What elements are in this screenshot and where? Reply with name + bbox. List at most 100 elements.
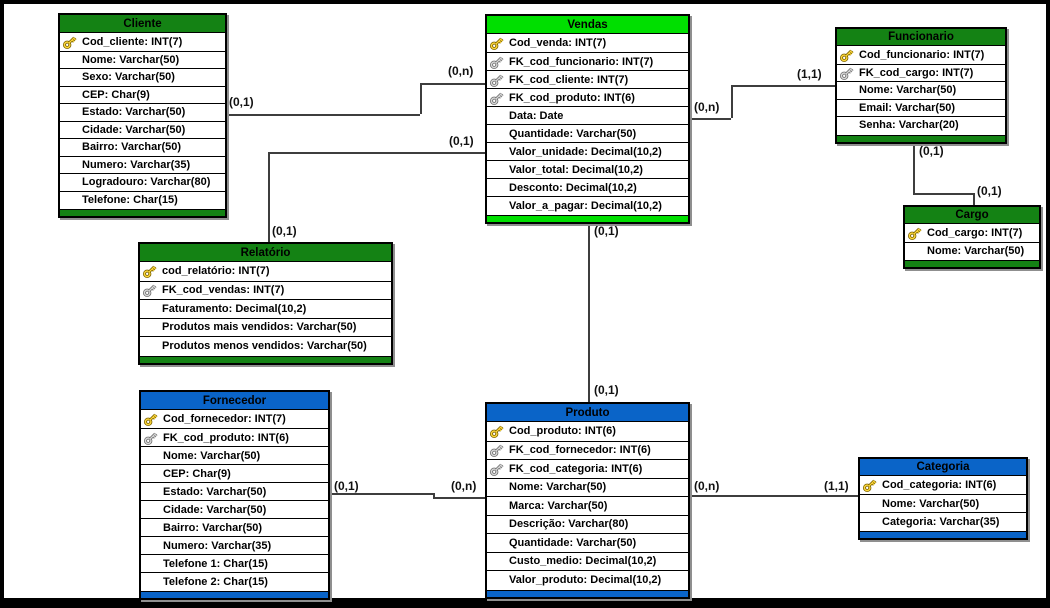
cardinality-label-cliente-vendas-0: (0,1) (229, 95, 254, 109)
relationship-line-vendas-funcionario[interactable] (690, 118, 731, 120)
attribute-row[interactable]: Sexo: Varchar(50) (60, 68, 225, 86)
attribute-row[interactable]: FK_cod_produto: INT(6) (141, 428, 328, 446)
attribute-label: Sexo: Varchar(50) (82, 71, 175, 84)
attribute-row[interactable]: Data: Date (487, 106, 688, 124)
attribute-row[interactable]: Nome: Varchar(50) (905, 241, 1039, 259)
table-title-relatorio[interactable]: Relatório (140, 244, 391, 262)
attribute-row[interactable]: Nome: Varchar(50) (141, 446, 328, 464)
attribute-row[interactable]: Telefone: Char(15) (60, 190, 225, 208)
attribute-row[interactable]: Cidade: Varchar(50) (141, 500, 328, 518)
attribute-label: Quantidade: Varchar(50) (509, 536, 637, 549)
relationship-line-cliente-vendas[interactable] (420, 83, 485, 85)
attribute-row[interactable]: Estado: Varchar(50) (60, 103, 225, 121)
attribute-row[interactable]: Produtos mais vendidos: Varchar(50) (140, 317, 391, 336)
attribute-row[interactable]: Estado: Varchar(50) (141, 482, 328, 500)
relationship-line-cliente-vendas[interactable] (227, 114, 420, 116)
table-title-produto[interactable]: Produto (487, 404, 688, 422)
attribute-row[interactable]: Bairro: Varchar(50) (60, 138, 225, 156)
attribute-row[interactable]: cod_relatório: INT(7) (140, 262, 391, 281)
attribute-row[interactable]: Produtos menos vendidos: Varchar(50) (140, 336, 391, 355)
table-title-funcionario[interactable]: Funcionario (837, 29, 1005, 46)
attribute-row[interactable]: Cod_venda: INT(7) (487, 34, 688, 52)
attribute-row[interactable]: Cod_funcionario: INT(7) (837, 46, 1005, 64)
relationship-line-funcionario-cargo[interactable] (913, 141, 915, 193)
attribute-label: FK_cod_produto: INT(6) (509, 91, 635, 104)
relationship-line-vendas-funcionario[interactable] (731, 85, 733, 118)
table-title-cliente[interactable]: Cliente (60, 15, 225, 33)
attribute-row[interactable]: Cod_fornecedor: INT(7) (141, 410, 328, 428)
attribute-row[interactable]: CEP: Char(9) (60, 85, 225, 103)
attribute-row[interactable]: Descrição: Varchar(80) (487, 514, 688, 533)
attribute-row[interactable]: Valor_a_pagar: Decimal(10,2) (487, 196, 688, 214)
attribute-row[interactable]: FK_cod_cliente: INT(7) (487, 70, 688, 88)
foreign-key-icon (489, 90, 509, 106)
attribute-row[interactable]: Valor_produto: Decimal(10,2) (487, 570, 688, 589)
attribute-row[interactable]: FK_cod_cargo: INT(7) (837, 63, 1005, 81)
attribute-row[interactable]: Custo_medio: Decimal(10,2) (487, 551, 688, 570)
attribute-row[interactable]: Telefone 2: Char(15) (141, 572, 328, 590)
attribute-row[interactable]: Telefone 1: Char(15) (141, 554, 328, 572)
attribute-row[interactable]: Cod_categoria: INT(6) (860, 476, 1026, 494)
attribute-row[interactable]: Nome: Varchar(50) (487, 477, 688, 496)
attribute-row[interactable]: Nome: Varchar(50) (837, 81, 1005, 99)
relationship-line-vendas-relatorio[interactable] (268, 152, 485, 154)
attribute-row[interactable]: FK_cod_produto: INT(6) (487, 88, 688, 106)
table-title-fornecedor[interactable]: Fornecedor (141, 392, 328, 410)
cardinality-label-produto-categoria-0: (0,n) (694, 479, 720, 493)
relationship-line-fornecedor-produto[interactable] (433, 493, 435, 497)
relationship-line-fornecedor-produto[interactable] (433, 497, 485, 499)
attribute-label: Desconto: Decimal(10,2) (509, 181, 637, 194)
relationship-line-produto-categoria[interactable] (690, 495, 858, 497)
attribute-row[interactable]: Valor_unidade: Decimal(10,2) (487, 142, 688, 160)
icon-spacer (489, 572, 509, 588)
icon-spacer (489, 498, 509, 514)
attribute-row[interactable]: Nome: Varchar(50) (860, 494, 1026, 512)
attribute-row[interactable]: CEP: Char(9) (141, 464, 328, 482)
attribute-row[interactable]: Logradouro: Varchar(80) (60, 173, 225, 191)
primary-key-icon (489, 423, 509, 439)
attribute-row[interactable]: Nome: Varchar(50) (60, 50, 225, 68)
attribute-row[interactable]: Valor_total: Decimal(10,2) (487, 160, 688, 178)
attribute-row[interactable]: Cod_cargo: INT(7) (905, 224, 1039, 242)
relationship-line-cliente-vendas[interactable] (420, 83, 422, 114)
attribute-row[interactable]: FK_cod_categoria: INT(6) (487, 459, 688, 478)
attribute-row[interactable]: FK_cod_vendas: INT(7) (140, 280, 391, 299)
relationship-line-funcionario-cargo[interactable] (973, 193, 975, 205)
table-title-vendas[interactable]: Vendas (487, 16, 688, 34)
attribute-row[interactable]: Cod_produto: INT(6) (487, 422, 688, 441)
attribute-row[interactable]: Desconto: Decimal(10,2) (487, 178, 688, 196)
attribute-row[interactable]: Cod_cliente: INT(7) (60, 33, 225, 51)
attribute-row[interactable]: FK_cod_funcionario: INT(7) (487, 52, 688, 70)
attribute-row[interactable]: Marca: Varchar(50) (487, 496, 688, 515)
relationship-line-vendas-produto[interactable] (588, 221, 590, 402)
attribute-row[interactable]: Bairro: Varchar(50) (141, 518, 328, 536)
attribute-row[interactable]: Faturamento: Decimal(10,2) (140, 299, 391, 318)
relationship-line-vendas-relatorio[interactable] (268, 152, 270, 242)
icon-spacer (489, 198, 509, 214)
relationship-line-fornecedor-produto[interactable] (330, 493, 433, 495)
table-title-categoria[interactable]: Categoria (860, 459, 1026, 476)
icon-spacer (489, 144, 509, 160)
relationship-line-vendas-funcionario[interactable] (731, 85, 835, 87)
attribute-row[interactable]: Cidade: Varchar(50) (60, 120, 225, 138)
relationship-line-funcionario-cargo[interactable] (913, 193, 973, 195)
attribute-row[interactable]: Numero: Varchar(35) (60, 155, 225, 173)
icon-spacer (489, 108, 509, 124)
attribute-row[interactable]: Categoria: Varchar(35) (860, 512, 1026, 530)
attribute-row[interactable]: FK_cod_fornecedor: INT(6) (487, 440, 688, 459)
attribute-row[interactable]: Quantidade: Varchar(50) (487, 124, 688, 142)
attribute-label: Cod_categoria: INT(6) (882, 479, 997, 491)
attribute-row[interactable]: Email: Varchar(50) (837, 98, 1005, 116)
attribute-row[interactable]: Numero: Varchar(35) (141, 536, 328, 554)
attribute-row[interactable]: Quantidade: Varchar(50) (487, 533, 688, 552)
table-title-cargo[interactable]: Cargo (905, 207, 1039, 224)
attribute-row[interactable]: Senha: Varchar(20) (837, 116, 1005, 134)
